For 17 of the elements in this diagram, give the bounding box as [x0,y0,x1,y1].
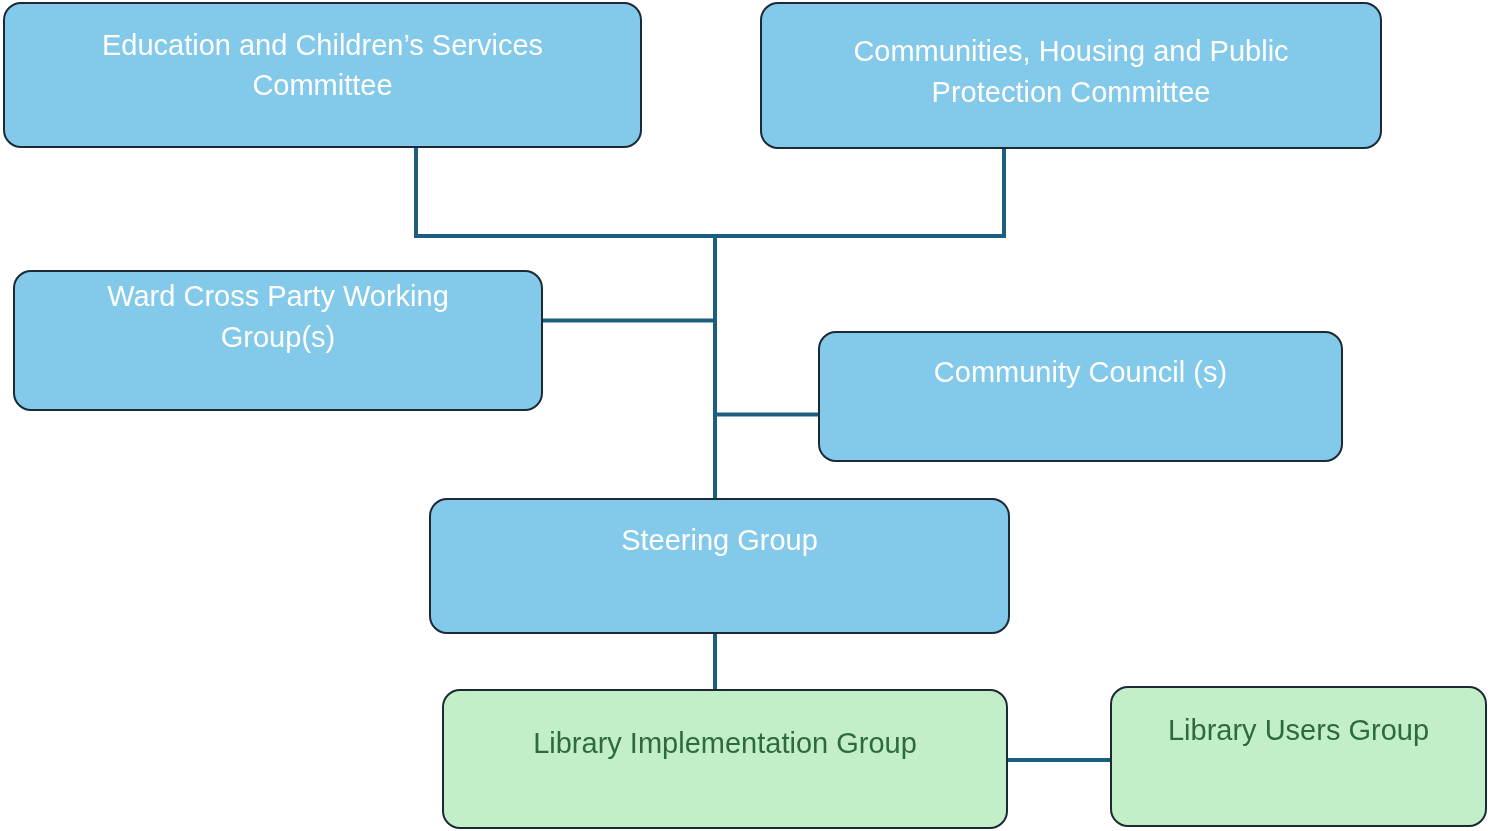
box-label: Communities, Housing and Public Protection Committee [852,34,1290,110]
box-label: Education and Children’s Services Committee [100,28,545,103]
box-label: Library Implementation Group [533,726,917,761]
process-box [3,2,642,148]
connector-line [713,412,818,498]
connector-line [713,634,717,689]
process-box [442,689,1008,829]
box-label: Ward Cross Party Working Group(s) [106,279,450,355]
process-box [13,270,543,411]
process-box [818,331,1343,462]
box-label: Steering Group [621,523,818,558]
box-label: Community Council (s) [933,355,1228,391]
process-box [760,2,1382,149]
connector-line [1008,758,1110,762]
process-box [429,498,1010,634]
process-box [1110,686,1487,827]
box-label: Library Users Group [1167,713,1430,749]
